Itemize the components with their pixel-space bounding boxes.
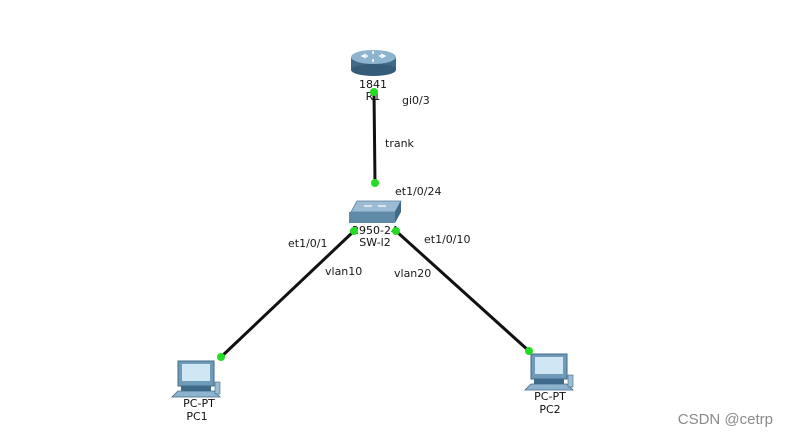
watermark: CSDN @cetrp [677,411,773,428]
pc-icon [524,353,574,391]
router-port-label: gi0/3 [402,94,430,107]
trunk-link-label: trank [385,137,415,150]
pc1-name-label: PC1 [186,410,207,423]
pc-pc1[interactable]: PC-PT PC1 [171,360,221,423]
port-status-router-gi0-3 [370,88,378,96]
pc-pc2[interactable]: PC-PT PC2 [524,353,574,416]
switch-icon [349,200,402,223]
pc2-model-label: PC-PT [534,390,566,403]
vlan10-label: vlan10 [325,265,362,278]
vlan20-label: vlan20 [394,267,431,280]
switch-port-pc2-label: et1/0/10 [424,233,471,246]
router-model-label: 1841 [359,78,387,91]
port-status-switch-et1-0-24 [371,179,379,187]
pc1-model-label: PC-PT [183,397,215,410]
switch-sw-l2[interactable]: 2950-24 SW-l2 [349,200,402,249]
pc2-name-label: PC2 [539,403,560,416]
switch-model-label: 2950-24 [352,224,398,237]
link-router-switch[interactable] [372,91,377,184]
router-icon [351,50,396,76]
port-status-pc2 [525,347,533,355]
port-status-pc1 [217,353,225,361]
port-status-switch-et1-0-10 [392,227,400,235]
port-status-switch-et1-0-1 [350,227,358,235]
link-switch-pc1[interactable] [219,229,356,359]
link-switch-pc2[interactable] [394,229,531,353]
switch-name-label: SW-l2 [359,236,390,249]
pc-icon [171,360,221,398]
switch-port-pc1-label: et1/0/1 [288,237,328,250]
switch-uplink-port-label: et1/0/24 [395,185,442,198]
router-r1[interactable]: 1841 R1 [351,50,396,103]
